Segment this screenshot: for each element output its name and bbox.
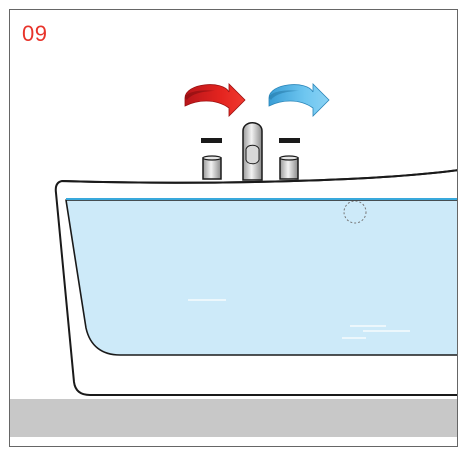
bathtub-rim bbox=[61, 169, 457, 184]
step-number: 09 bbox=[22, 21, 48, 46]
instruction-panel: 09 bbox=[9, 9, 458, 447]
cold-water-tap bbox=[279, 155, 299, 180]
hot-tap-off-indicator bbox=[201, 138, 222, 143]
water-ripples bbox=[188, 299, 410, 339]
bathtub-scene bbox=[10, 83, 457, 437]
water bbox=[65, 199, 457, 356]
floor bbox=[10, 399, 457, 437]
drain-icon bbox=[343, 200, 367, 224]
spout bbox=[242, 122, 263, 181]
hot-rotate-arrow-icon bbox=[184, 83, 246, 117]
cold-tap-off-indicator bbox=[279, 138, 300, 143]
cold-rotate-arrow-icon bbox=[268, 83, 330, 117]
hot-water-tap bbox=[202, 155, 222, 180]
